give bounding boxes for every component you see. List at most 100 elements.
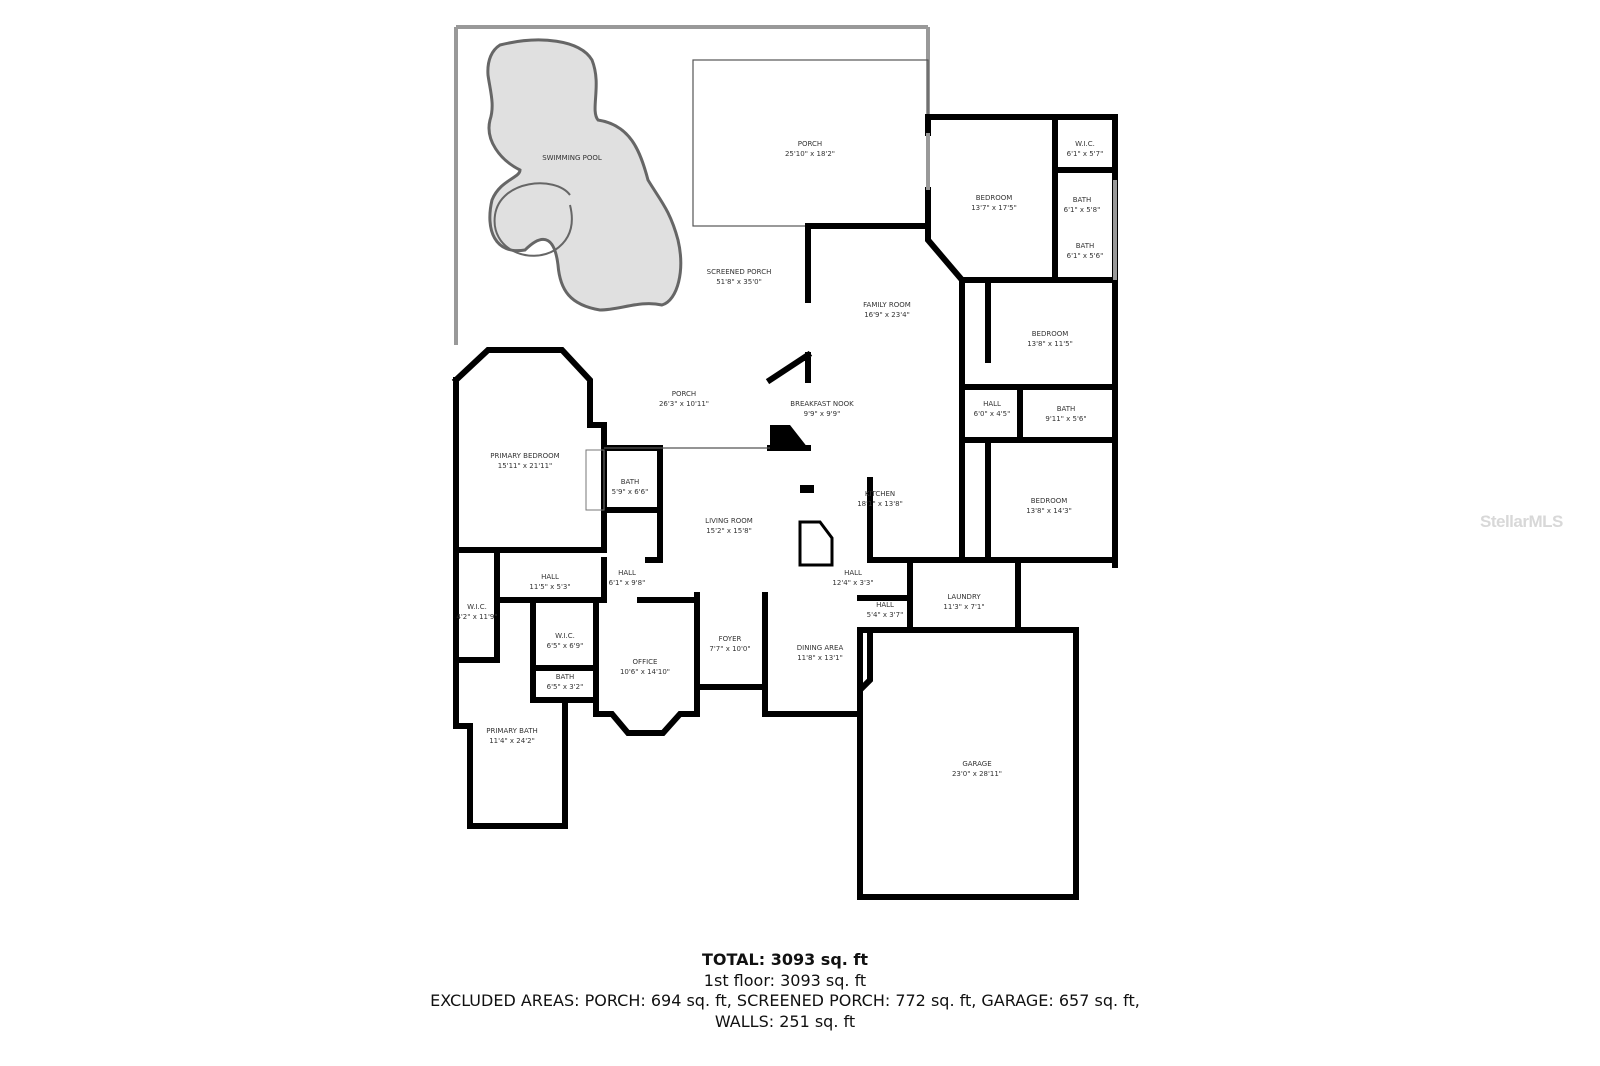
swimming-pool — [486, 38, 683, 312]
room-label: BEDROOM 13'8" x 14'3" — [1026, 497, 1072, 515]
room-label: SCREENED PORCH 51'8" x 35'0" — [707, 268, 772, 286]
room-label: FAMILY ROOM 16'9" x 23'4" — [863, 301, 911, 319]
room-name: OFFICE — [633, 658, 658, 666]
room-name: LAUNDRY — [947, 593, 981, 601]
room-label: W.I.C. 6'1" x 5'7" — [1067, 140, 1104, 158]
room-label: SWIMMING POOL — [542, 154, 602, 162]
kitchen-island — [798, 520, 834, 567]
windows-east — [926, 133, 1117, 280]
room-dimensions: 15'11" x 21'11" — [498, 462, 553, 470]
room-name: FOYER — [719, 635, 742, 643]
room-name: BEDROOM — [976, 194, 1013, 202]
room-dimensions: 6'1" x 5'7" — [1067, 150, 1104, 158]
room-name: W.I.C. — [1075, 140, 1095, 148]
room-name: W.I.C. — [555, 632, 575, 640]
room-label: LIVING ROOM 15'2" x 15'8" — [705, 517, 753, 535]
room-name: BATH — [621, 478, 640, 486]
room-label: BREAKFAST NOOK 9'9" x 9'9" — [790, 400, 854, 418]
room-name: LIVING ROOM — [705, 517, 753, 525]
room-dimensions: 18'1" x 13'8" — [857, 500, 903, 508]
room-name: PRIMARY BEDROOM — [490, 452, 559, 460]
room-label: BATH 9'11" x 5'6" — [1045, 405, 1086, 423]
room-dimensions: 6'1" x 5'8" — [1064, 206, 1101, 214]
room-name: BATH — [556, 673, 575, 681]
kitchen-appliance — [800, 485, 814, 493]
walls-west-wing — [451, 347, 813, 829]
room-name: PORCH — [672, 390, 696, 398]
room-name: PRIMARY BATH — [486, 727, 537, 735]
room-dimensions: 15'2" x 15'8" — [706, 527, 752, 535]
room-name: HALL — [844, 569, 862, 577]
room-name: SWIMMING POOL — [542, 154, 602, 162]
room-dimensions: 51'8" x 35'0" — [716, 278, 762, 286]
kitchen-column — [770, 425, 808, 448]
room-dimensions: 5'9" x 6'6" — [612, 488, 649, 496]
room-label: HALL 5'4" x 3'7" — [867, 601, 904, 619]
room-dimensions: 6'1" x 5'6" — [1067, 252, 1104, 260]
room-label: BEDROOM 13'7" x 17'5" — [971, 194, 1017, 212]
room-dimensions: 4'2" x 11'9" — [456, 613, 497, 621]
room-name: KITCHEN — [865, 490, 895, 498]
room-label: W.I.C.4'2" x 11'9" — [456, 603, 497, 621]
room-label: PRIMARY BEDROOM 15'11" x 21'11" — [490, 452, 559, 470]
room-dimensions: 16'9" x 23'4" — [864, 311, 910, 319]
room-name: FAMILY ROOM — [863, 301, 911, 309]
room-dimensions: 5'4" x 3'7" — [867, 611, 904, 619]
room-name: HALL — [541, 573, 559, 581]
walls-area: WALLS: 251 sq. ft — [714, 1011, 856, 1031]
room-label: OFFICE 10'6" x 14'10" — [620, 658, 670, 676]
pool-spa — [493, 182, 573, 257]
room-dimensions: 9'11" x 5'6" — [1045, 415, 1086, 423]
walls-east-wing — [805, 114, 1118, 568]
room-dimensions: 6'0" x 4'5" — [974, 410, 1011, 418]
room-name: HALL — [876, 601, 894, 609]
room-name: BATH — [1057, 405, 1076, 413]
room-name: HALL — [618, 569, 636, 577]
watermark-logo: StellarMLS — [1480, 512, 1563, 531]
total-area: TOTAL: 3093 sq. ft — [701, 950, 869, 969]
room-label: BATH 5'9" x 6'6" — [612, 478, 649, 496]
room-label: LAUNDRY 11'3" x 7'1" — [943, 593, 984, 611]
room-dimensions: 11'3" x 7'1" — [943, 603, 984, 611]
room-label: DINING AREA 11'8" x 13'1" — [797, 644, 844, 662]
room-dimensions: 7'7" x 10'0" — [709, 645, 750, 653]
room-dimensions: 12'4" x 3'3" — [832, 579, 873, 587]
room-label: BATH 6'1" x 5'8" — [1064, 196, 1101, 214]
room-name: PORCH — [798, 140, 822, 148]
walls-dining-office — [593, 592, 873, 736]
room-label: PORCH 26'3" x 10'11" — [659, 390, 709, 408]
room-dimensions: 23'0" x 28'11" — [952, 770, 1002, 778]
floor-area: 1st floor: 3093 sq. ft — [703, 970, 867, 990]
room-label: HALL 12'4" x 3'3" — [832, 569, 873, 587]
room-label: FOYER 7'7" x 10'0" — [709, 635, 750, 653]
room-name: BEDROOM — [1032, 330, 1069, 338]
room-label: BATH 6'5" x 3'2" — [547, 673, 584, 691]
room-name: BREAKFAST NOOK — [790, 400, 854, 408]
room-name: BATH — [1073, 196, 1092, 204]
room-dimensions: 13'8" x 14'3" — [1026, 507, 1072, 515]
room-dimensions: 13'7" x 17'5" — [971, 204, 1017, 212]
room-name: BEDROOM — [1031, 497, 1068, 505]
room-name: GARAGE — [962, 760, 991, 768]
excluded-areas: EXCLUDED AREAS: PORCH: 694 sq. ft, SCREE… — [430, 991, 1140, 1010]
walls-garage-laundry — [857, 560, 1079, 900]
room-dimensions: 9'9" x 9'9" — [804, 410, 841, 418]
room-name: SCREENED PORCH — [707, 268, 772, 276]
room-label: GARAGE 23'0" x 28'11" — [952, 760, 1002, 778]
room-dimensions: 6'5" x 3'2" — [547, 683, 584, 691]
room-dimensions: 11'8" x 13'1" — [797, 654, 843, 662]
room-dimensions: 26'3" x 10'11" — [659, 400, 709, 408]
room-dimensions: 10'6" x 14'10" — [620, 668, 670, 676]
room-label: HALL 6'1" x 9'8" — [609, 569, 646, 587]
room-name: DINING AREA — [797, 644, 844, 652]
room-dimensions: 6'1" x 9'8" — [609, 579, 646, 587]
area-summary: TOTAL: 3093 sq. ft 1st floor: 3093 sq. f… — [0, 950, 1570, 1032]
fireplace — [585, 449, 605, 511]
